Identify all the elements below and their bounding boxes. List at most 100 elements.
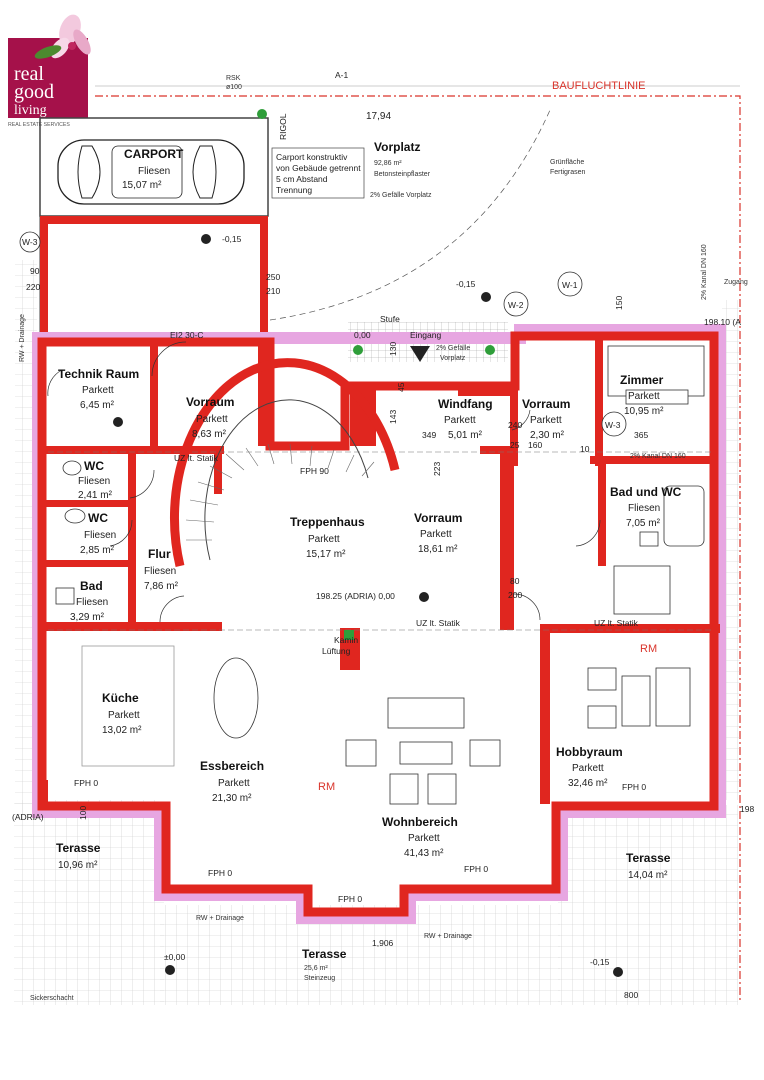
fph-0-south-2: FPH 0 [464, 864, 488, 874]
gefaelle-label: 2% Gefälle [436, 345, 470, 352]
uz-label-1: UZ lt. Statik [174, 453, 219, 463]
carport-area: 15,07 m² [122, 180, 162, 191]
technik-material: Parkett [82, 385, 114, 396]
rw-left-label: RW + Drainage [19, 314, 26, 362]
dim-800: 800 [624, 990, 638, 1000]
wohnbereich-name: Wohnbereich [382, 815, 458, 829]
dim-10: 10 [580, 444, 590, 454]
wc1-material: Fliesen [78, 476, 110, 487]
dim-80: 80 [510, 576, 520, 586]
dim-top: 17,94 [366, 111, 391, 122]
logo-line2: good [14, 81, 54, 103]
marker-a1: A-1 [335, 70, 349, 80]
exterior-walls [37, 331, 719, 917]
rsk-top: RSK [226, 75, 241, 82]
dim-1906: 1,906 [372, 938, 394, 948]
dim-150: 150 [614, 296, 624, 310]
windfang-material: Parkett [444, 415, 476, 426]
dimension-labels: 90 220 250 210 150 240 365 349 223 25 16… [26, 266, 648, 1000]
logo-graphic: real good living REAL ESTATE SERVICES [8, 14, 91, 128]
level-entry: -0,15 [456, 279, 476, 289]
windfang-area: 5,01 m² [448, 430, 483, 441]
flur-area: 7,86 m² [144, 581, 179, 592]
insulation-band [32, 324, 726, 924]
wohnbereich-material: Parkett [408, 833, 440, 844]
carport-note-4: Trennung [276, 185, 312, 195]
staircase [169, 358, 400, 568]
kanal-vertical-label: 2% Kanal DN 160 [701, 244, 708, 300]
rm-label-1: RM [318, 781, 335, 793]
wc2-area: 2,85 m² [80, 545, 115, 556]
carport-note-2: von Gebäude getrennt [276, 163, 361, 173]
terasse-right-name: Terasse [626, 851, 671, 865]
vorraum1-material: Parkett [196, 414, 228, 425]
lueftung-label: Lüftung [322, 646, 351, 656]
flur-material: Fliesen [144, 566, 176, 577]
logo-tagline: REAL ESTATE SERVICES [8, 122, 70, 128]
dim-240: 240 [508, 420, 522, 430]
essbereich-material: Parkett [218, 778, 250, 789]
fph-0-south: FPH 0 [208, 868, 232, 878]
level-zero: ±0,00 [164, 952, 185, 962]
sickerschacht-label: Sickerschacht [30, 995, 74, 1002]
bad-name: Bad [80, 579, 103, 593]
kanal-label: 2% Kanal DN 160 [630, 453, 686, 460]
terasse-south-name: Terasse [302, 947, 347, 961]
flur-name: Flur [148, 547, 171, 561]
fph-0-left: FPH 0 [74, 778, 98, 788]
dim-210: 210 [266, 286, 280, 296]
badwc-material: Fliesen [628, 503, 660, 514]
stufe-label: Stufe [380, 314, 400, 324]
kamin-label: Kamin [334, 635, 358, 645]
fph-0-south-3: FPH 0 [338, 894, 362, 904]
wc1-area: 2,41 m² [78, 490, 113, 501]
gruen-2: Fertigrasen [550, 169, 586, 176]
kueche-name: Küche [102, 691, 139, 705]
window-markers [19, 231, 627, 437]
dim-130: 130 [388, 342, 398, 356]
carport-note-box [271, 147, 365, 199]
level-adria-left: (ADRIA) [12, 812, 44, 822]
treppenhaus-name: Treppenhaus [290, 515, 365, 529]
vorplatz-material: Betonsteinpflaster [374, 171, 431, 178]
zimmer-material: Parkett [628, 391, 660, 402]
car-icon [57, 139, 245, 205]
orchid-icon [34, 14, 91, 59]
uz-label-2: UZ lt. Statik [416, 618, 461, 628]
gefaelle-label-2: Vorplatz [440, 355, 466, 362]
vorraum3-area: 18,61 m² [418, 544, 458, 555]
dim-143: 143 [388, 410, 398, 424]
carport-note-3: 5 cm Abstand [276, 174, 328, 184]
carport-walls [40, 216, 268, 341]
dim-200: 200 [508, 590, 522, 600]
terasse-right-area: 14,04 m² [628, 870, 668, 881]
dim-zero: 0,00 [354, 330, 371, 340]
terasse-left-paving [14, 800, 164, 1005]
kueche-material: Parkett [108, 710, 140, 721]
bad-area: 3,29 m² [70, 612, 105, 623]
door-swings [47, 341, 601, 623]
dim-25: 25 [510, 440, 520, 450]
vorraum2-material: Parkett [530, 415, 562, 426]
level-carport: -0,15 [222, 234, 242, 244]
company-logo: real good living REAL ESTATE SERVICES [8, 8, 92, 128]
gruen-1: Grünfläche [550, 159, 584, 166]
dim-45: 45 [396, 382, 406, 392]
dim-349: 349 [422, 430, 436, 440]
carport-note-1: Carport konstruktiv [276, 152, 348, 162]
window-w3: W-3 [605, 420, 621, 430]
dim-160: 160 [528, 440, 542, 450]
wc1-name: WC [84, 459, 104, 473]
vorplatz-name: Vorplatz [374, 140, 420, 154]
logo-line1: real [14, 63, 44, 85]
zimmer-area: 10,95 m² [624, 406, 664, 417]
rm-label-2: RM [640, 643, 657, 655]
window-w1: W-1 [562, 280, 578, 290]
eingang-label: Eingang [410, 330, 441, 340]
vorraum1-name: Vorraum [186, 395, 234, 409]
vorplatz-slope: 2% Gefälle Vorplatz [370, 192, 432, 199]
vorraum3-name: Vorraum [414, 511, 462, 525]
level-right: 198.10 (A [704, 317, 741, 327]
treppenhaus-material: Parkett [308, 534, 340, 545]
